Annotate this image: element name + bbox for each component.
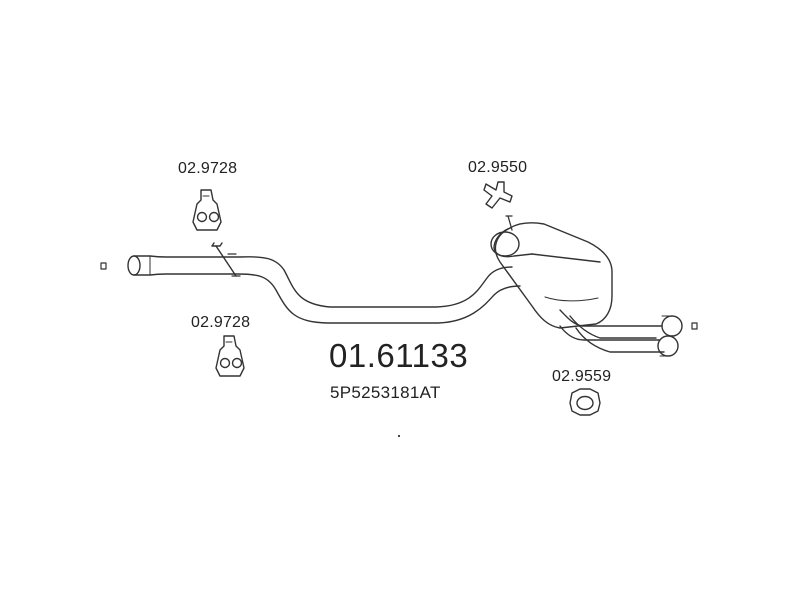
front-inlet-opening <box>127 255 141 276</box>
twin-tailpipes <box>559 309 683 357</box>
part-label-ring-rear: 02.9559 <box>552 368 612 385</box>
tailpipe-upper-outlet <box>661 315 683 337</box>
front-hanger-rod <box>211 242 241 277</box>
tailpipe-lower-outlet <box>657 335 679 357</box>
silencer-end-cap <box>490 231 520 257</box>
oem-number: 5P5253181AT <box>330 383 441 402</box>
main-part-number: 01.61133 <box>329 337 469 374</box>
rubber-hanger-icon <box>215 335 245 377</box>
part-label-hanger-front-upper: 02.9728 <box>178 160 238 177</box>
part-label-bracket-rear: 02.9550 <box>468 159 528 176</box>
rear-silencer <box>490 215 613 329</box>
rubber-hanger-icon <box>192 189 222 231</box>
part-label-hanger-front-lower: 02.9728 <box>191 314 251 331</box>
exhaust-pipe <box>127 255 521 324</box>
rubber-ring-icon <box>569 388 601 416</box>
rear-connection-marker <box>691 322 698 330</box>
stray-dot <box>397 434 401 438</box>
y-bracket-icon <box>483 181 513 209</box>
front-connection-marker <box>100 262 107 270</box>
